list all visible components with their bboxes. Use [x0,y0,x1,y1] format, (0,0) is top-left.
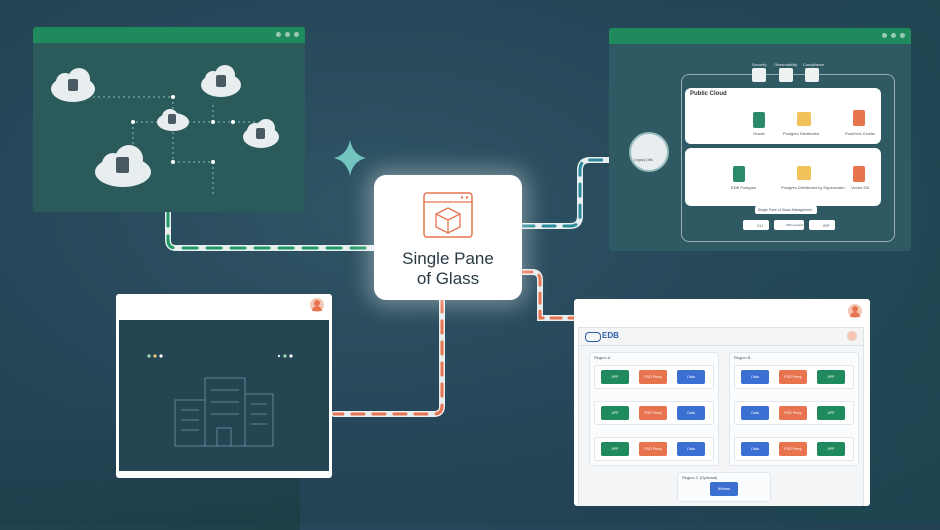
region-b-row: Data PGD Proxy APP [734,401,854,425]
edb-postgres-icon [733,166,745,182]
idp-label: IDP [823,223,830,228]
witness-chip[interactable]: Witness [710,482,738,496]
cloud-db-icon [51,68,95,102]
data-chip[interactable]: Data [741,406,769,420]
mgmt-label: Single Pane of Glass Management [758,208,812,212]
window-controls [882,33,905,38]
oracle-db-icon [753,112,765,128]
app-chip[interactable]: APP [817,406,845,420]
cli-box: CLI [743,220,769,230]
legacy-label: Legacy DBs [634,158,653,162]
security-label: Security [752,62,766,67]
network-diagram [33,27,305,212]
network-window [33,27,305,212]
region-b: Region B Data PGD Proxy APP Data PGD Pro… [729,352,859,466]
pgd-proxy-chip[interactable]: PGD Proxy [779,370,807,384]
app-chip[interactable]: APP [601,370,629,384]
pgd-proxy-chip[interactable]: PGD Proxy [639,370,667,384]
vector-db-icon [853,166,865,182]
cloud-db-icon [243,119,279,148]
k8s-box: K8S operator [774,220,804,230]
data-chip[interactable]: Data [677,406,705,420]
data-chip[interactable]: Data [741,442,769,456]
avatar[interactable] [848,304,862,318]
center-title: Single Pane of Glass [374,249,522,289]
public-cloud-window: Security Observability Compliance Public… [609,28,911,251]
pgd-hyperscaler-label: Postgres Distributed by Hyperscaler [781,185,845,190]
cloud-db-icon [157,109,189,131]
pgd-proxy-chip[interactable]: PGD Proxy [779,442,807,456]
oracle-label: Oracle [753,131,765,136]
observability-icon [779,68,793,82]
region-b-row: Data PGD Proxy APP [734,365,854,389]
region-b-label: Region B [734,355,750,360]
app-chip[interactable]: APP [601,442,629,456]
pgd-proxy-chip[interactable]: PGD Proxy [779,406,807,420]
postgres-cluster-label: PostGres Cluster [845,131,875,136]
postgres-distributed-icon [797,112,811,126]
cloud-db-icon [95,145,151,187]
region-a-row: APP PGD Proxy Data [594,365,714,389]
edb-logo-text: EDB [602,331,619,340]
compliance-label: Compliance [803,62,824,67]
vector-db-label: Vector DB [851,185,869,190]
data-chip[interactable]: Data [741,370,769,384]
pgd-proxy-chip[interactable]: PGD Proxy [639,406,667,420]
center-title-line2: of Glass [374,269,522,289]
data-chip[interactable]: Data [677,442,705,456]
app-chip[interactable]: APP [817,442,845,456]
idp-box: IDP [809,220,835,230]
edb-cloud-panel: EDB Postgres Postgres Distributed by Hyp… [685,148,881,206]
avatar[interactable] [310,298,324,312]
cli-label: CLI [757,223,763,228]
observability-label: Observability [774,62,797,67]
center-title-line1: Single Pane [374,249,522,269]
region-b-row: Data PGD Proxy APP [734,437,854,461]
avatar[interactable] [847,331,857,341]
postgres-cluster-icon [853,110,865,126]
app-chip[interactable]: APP [817,370,845,384]
building-panel [119,320,329,471]
postgres-distributed-label: Postgres Distributed [783,131,819,136]
edb-logo-icon [585,332,601,342]
pgd-hyperscaler-icon [797,166,811,180]
building-icon [119,320,329,471]
sparkle-icon [334,140,366,176]
region-c-label: Region C (Optional) [682,475,717,480]
security-icon [752,68,766,82]
region-a-row: APP PGD Proxy Data [594,437,714,461]
edb-postgres-label: EDB Postgres [731,185,756,190]
app-chip[interactable]: APP [601,406,629,420]
region-c: Region C (Optional) Witness [677,472,771,502]
region-a: Region A APP PGD Proxy Data APP PGD Prox… [589,352,719,466]
region-a-label: Region A [594,355,610,360]
edb-window: EDB Region A APP PGD Proxy Data APP PGD … [574,299,870,506]
data-chip[interactable]: Data [677,370,705,384]
mgmt-bar: Single Pane of Glass Management [755,206,817,214]
public-cloud-panel: Public Cloud Oracle Postgres Distributed… [685,88,881,144]
edb-console: EDB Region A APP PGD Proxy Data APP PGD … [578,327,864,506]
k8s-label: K8S operator [786,223,804,227]
cloud-db-icon [201,65,241,97]
region-a-row: APP PGD Proxy Data [594,401,714,425]
public-cloud-title: Public Cloud [690,91,727,97]
single-pane-card[interactable]: Single Pane of Glass [374,175,522,300]
building-window [116,294,332,478]
pgd-proxy-chip[interactable]: PGD Proxy [639,442,667,456]
legacy-db-circle: Legacy DBs [629,132,669,172]
compliance-icon [805,68,819,82]
public-cloud-window-titlebar [609,28,911,44]
